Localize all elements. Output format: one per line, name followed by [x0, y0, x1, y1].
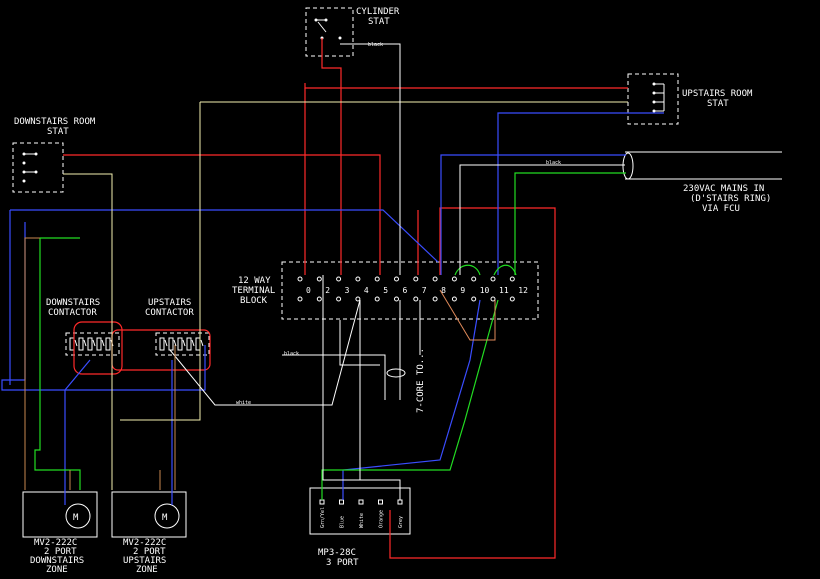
mp3-label-2: 3 PORT	[326, 558, 359, 568]
terminal-number: 2	[325, 286, 330, 295]
contactor-terminal	[168, 337, 177, 351]
dvalve-label-3: DOWNSTAIRS	[30, 556, 84, 566]
wire-label-black-2: black	[546, 160, 561, 166]
mains-label-2: (D'STAIRS RING)	[690, 194, 771, 204]
terminal-screws: 0 2 3 4 5 6 7 8 9 10 11 12	[297, 276, 528, 302]
mains-cable	[622, 151, 782, 180]
cylinder-stat-box	[305, 7, 354, 57]
upstairs-room-stat-box	[627, 73, 679, 125]
dvalve-label-1: MV2-222C	[34, 538, 77, 548]
terminal-6: 6	[394, 276, 408, 302]
downstairs-room-stat-label-1: DOWNSTAIRS ROOM	[14, 117, 96, 127]
mp3-terminal: Orange	[378, 499, 385, 528]
contactor-terminal	[87, 337, 96, 351]
terminal-11: 11	[490, 276, 509, 302]
terminal-number: 6	[403, 286, 408, 295]
cylinder-stat-label-2: STAT	[368, 17, 390, 27]
upstairs-room-stat-label-1: UPSTAIRS ROOM	[682, 89, 753, 99]
mp3-terminal-label: White	[359, 513, 365, 528]
contactor-terminals	[69, 337, 204, 351]
uvalve-label-4: ZONE	[136, 565, 158, 575]
seven-core-gland	[386, 368, 406, 378]
terminal-10: 10	[471, 276, 490, 302]
downstairs-motor-letter: M	[73, 513, 79, 523]
dvalve-label-4: ZONE	[46, 565, 68, 575]
cylinder-stat-label-1: CYLINDER	[356, 7, 400, 17]
three-port-valve-box	[309, 487, 411, 535]
wires	[1, 38, 664, 559]
mains-label-3: VIA FCU	[702, 204, 740, 214]
terminal-12: 12	[509, 276, 528, 302]
downstairs-room-stat-contacts	[22, 152, 38, 183]
contactor-terminal	[159, 337, 168, 351]
downstairs-contactor-box	[65, 332, 120, 356]
upstairs-room-stat-contacts	[652, 82, 665, 113]
downstairs-contactor-label-2: CONTACTOR	[48, 308, 97, 318]
downstairs-motor-icon	[65, 503, 91, 529]
terminal-9: 9	[451, 276, 465, 302]
terminal-block-box	[281, 261, 539, 320]
terminal-number: 11	[499, 286, 509, 295]
upstairs-valve-box	[111, 491, 187, 538]
terminal-block-label-1: 12 WAY	[238, 276, 271, 286]
cylinder-stat-contacts	[314, 18, 342, 40]
mp3-terminal-label: Orange	[379, 510, 385, 528]
contactor-terminal	[78, 337, 87, 351]
uvalve-label-1: MV2-222C	[123, 538, 166, 548]
wire-label-white: white	[236, 400, 251, 406]
seven-core-label: 7-CORE TO...	[416, 348, 426, 413]
terminal-number: 3	[345, 286, 350, 295]
contactor-terminal	[96, 337, 105, 351]
uvalve-label-2: 2 PORT	[133, 547, 166, 557]
terminal-block-label-2: TERMINAL	[232, 286, 275, 296]
upstairs-motor-letter: M	[162, 513, 168, 523]
mp3-terminal: Blue	[339, 499, 346, 528]
mp3-terminal-label: Grn/Yel	[320, 507, 326, 528]
uvalve-label-3: UPSTAIRS	[123, 556, 166, 566]
downstairs-contactor-label-1: DOWNSTAIRS	[46, 298, 100, 308]
mp3-terminal-label: Grey	[398, 516, 404, 528]
three-port-terminals: Grn/Yel Blue White Orange Grey	[319, 499, 404, 528]
terminal-number: 9	[460, 286, 465, 295]
terminal-7: 7	[413, 276, 427, 302]
terminal-number: 10	[480, 286, 490, 295]
terminal-0: 0	[297, 276, 311, 302]
mp3-terminal: Grn/Yel	[319, 499, 326, 528]
terminal-2: 2	[316, 276, 330, 302]
terminal-5: 5	[374, 276, 388, 302]
terminal-number: 0	[306, 286, 311, 295]
contactor-terminal	[177, 337, 186, 351]
terminal-number: 4	[364, 286, 369, 295]
wire-label-black-1: black	[368, 42, 383, 48]
mp3-terminal: White	[358, 499, 365, 528]
terminal-4: 4	[355, 276, 369, 302]
downstairs-room-stat-label-2: STAT	[47, 127, 69, 137]
mp3-terminal-label: Blue	[340, 516, 346, 528]
mp3-label-1: MP3-28C	[318, 548, 356, 558]
terminal-number: 7	[422, 286, 427, 295]
terminal-block-label-3: BLOCK	[240, 296, 268, 306]
upstairs-contactor-label-2: CONTACTOR	[145, 308, 194, 318]
terminal-number: 5	[383, 286, 388, 295]
mp3-terminal: Grey	[397, 499, 404, 528]
wire-label-black-3: black	[284, 351, 299, 357]
terminal-number: 8	[441, 286, 446, 295]
terminal-number: 12	[518, 286, 528, 295]
contactor-terminal	[186, 337, 195, 351]
upstairs-room-stat-label-2: STAT	[707, 99, 729, 109]
upstairs-contactor-box	[155, 332, 210, 356]
upstairs-contactor-label-1: UPSTAIRS	[148, 298, 191, 308]
dvalve-label-2: 2 PORT	[44, 547, 77, 557]
upstairs-motor-icon	[154, 503, 180, 529]
mains-label-1: 230VAC MAINS IN	[683, 184, 764, 194]
terminal-8: 8	[432, 276, 446, 302]
terminal-3: 3	[336, 276, 350, 302]
downstairs-room-stat-box	[12, 142, 64, 193]
downstairs-valve-box	[22, 491, 98, 538]
